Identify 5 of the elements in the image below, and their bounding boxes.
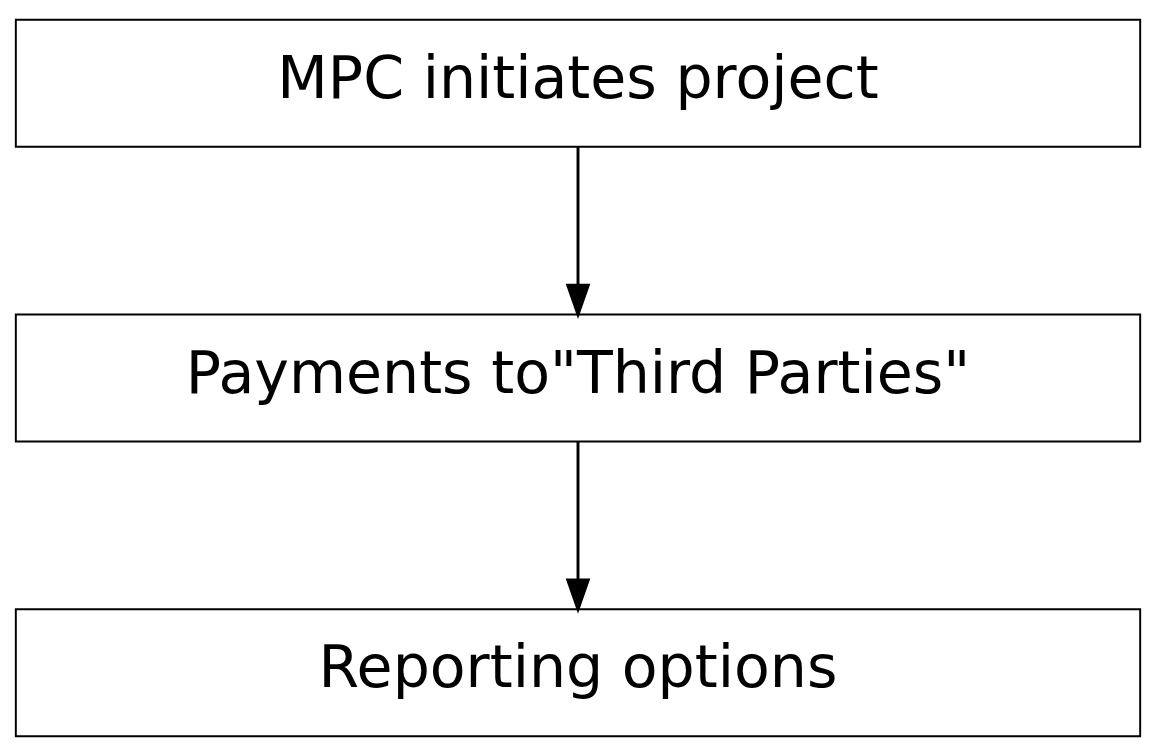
node-box: MPC initiates project: [14, 18, 1142, 148]
arrow: [565, 146, 591, 319]
node-box: Payments to"Third Parties": [14, 313, 1142, 443]
arrow: [565, 441, 591, 614]
node-box: Reporting options: [14, 608, 1142, 738]
